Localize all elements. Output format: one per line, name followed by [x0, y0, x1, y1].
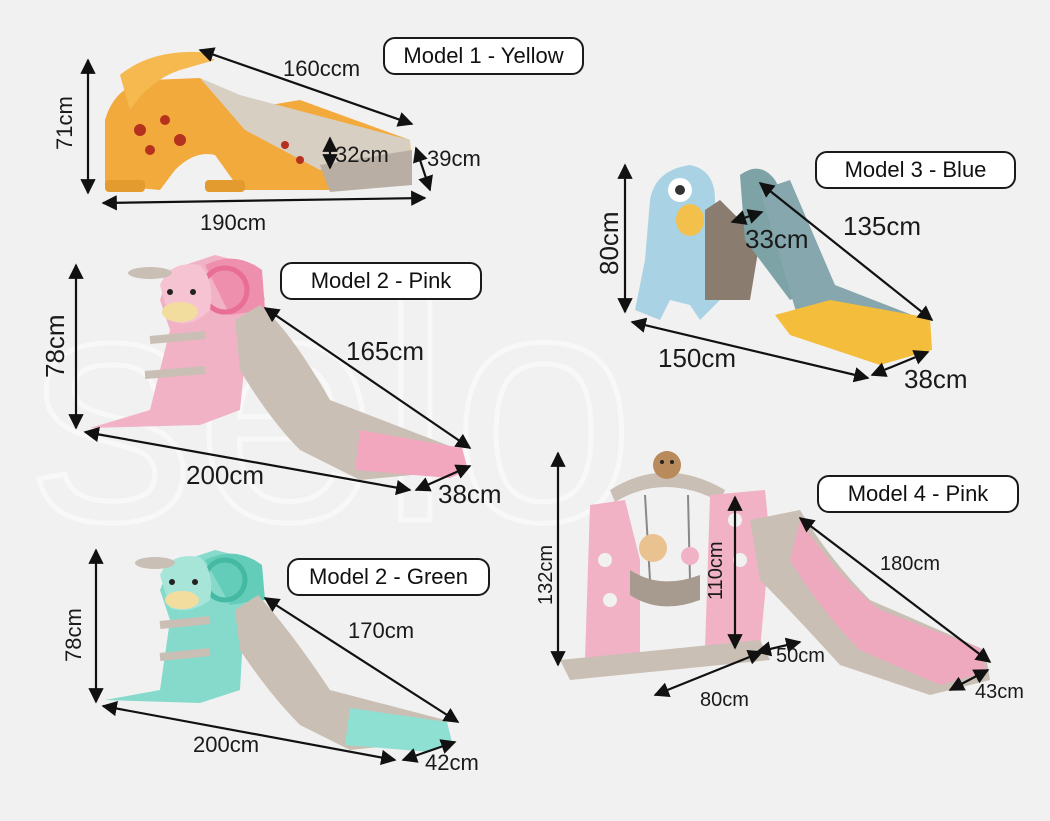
model-2-green-total-length: 200cm: [193, 732, 260, 757]
model-3-slide-length: 135cm: [843, 211, 922, 241]
model-2-pink-width: 38cm: [438, 479, 502, 509]
dimension-arrows-model-2-green: [88, 548, 460, 766]
dimension-arrows-model-3: [617, 163, 934, 383]
dimension-arrows-model-4: [550, 451, 992, 697]
model-2-pink-slide-length: 165cm: [346, 336, 425, 366]
slide-model-3-blue: [635, 165, 932, 365]
slide-model-1-yellow: [105, 51, 412, 192]
model-1-total-length: 190cm: [200, 210, 267, 235]
model-1-inner-width: 32cm: [335, 142, 389, 167]
model-4-slide-length: 180cm: [880, 553, 941, 575]
model-4-width: 43cm: [975, 681, 1024, 703]
model-4-pink-label: Model 4 - Pink: [817, 475, 1019, 513]
model-4-height: 132cm: [535, 544, 557, 605]
model-2-pink-total-length: 200cm: [186, 460, 265, 490]
dimension-arrows-model-2-pink: [68, 263, 472, 496]
model-3-inner-width: 33cm: [745, 224, 809, 254]
model-2-green-height: 78cm: [61, 608, 86, 662]
model-4-swing-height: 110cm: [705, 541, 727, 600]
model-2-pink-label: Model 2 - Pink: [280, 262, 482, 300]
model-3-total-length: 150cm: [658, 343, 737, 373]
model-2-green-slide-length: 170cm: [348, 618, 415, 643]
dimension-arrows-model-1: [80, 47, 433, 211]
model-2-pink-height: 78cm: [40, 314, 70, 378]
model-3-blue-label: Model 3 - Blue: [815, 151, 1016, 189]
model-1-outer-width: 39cm: [427, 146, 481, 171]
model-3-height: 80cm: [594, 211, 624, 275]
model-2-green-label: Model 2 - Green: [287, 558, 490, 596]
model-1-height: 71cm: [52, 96, 77, 150]
model-4-frame-width: 80cm: [700, 689, 749, 711]
model-3-width: 38cm: [904, 364, 968, 394]
model-2-green-width: 42cm: [425, 750, 479, 775]
model-4-swing-width: 50cm: [776, 645, 825, 667]
model-1-yellow-label: Model 1 - Yellow: [383, 37, 584, 75]
model-1-slide-length: 160ccm: [283, 56, 361, 81]
